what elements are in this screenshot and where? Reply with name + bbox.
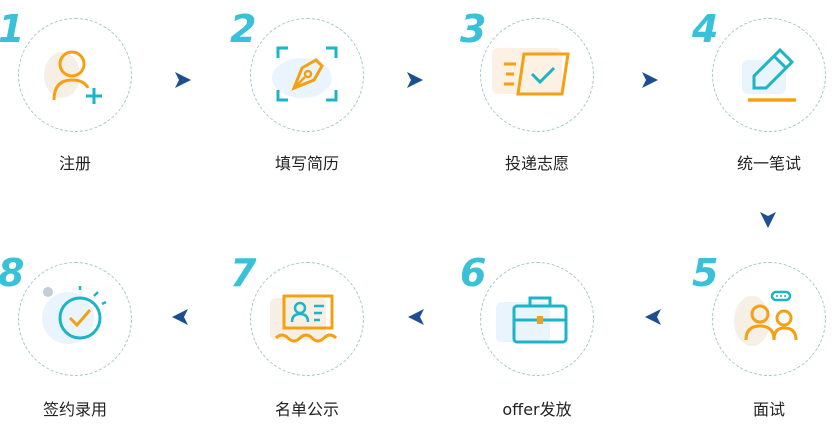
step-register: 1 注册	[0, 0, 150, 200]
arrow-left-icon	[408, 309, 424, 325]
step-number: 5	[692, 251, 719, 295]
step-written-exam: 4 统一笔试	[692, 0, 840, 200]
step-circle	[250, 262, 364, 376]
step-label: 面试	[752, 400, 785, 419]
step-label: 签约录用	[42, 400, 107, 419]
edit-pen-icon	[748, 47, 796, 102]
send-card-icon	[504, 52, 570, 96]
step-number: 1	[0, 7, 25, 51]
step-sign-contract: 8 签约录用	[0, 244, 150, 444]
step-circle	[480, 262, 594, 376]
briefcase-icon	[512, 296, 568, 344]
step-fill-resume: 2 填写简历	[230, 0, 382, 200]
step-submit-application: 3 投递志愿	[460, 0, 612, 200]
step-number: 3	[460, 7, 487, 51]
step-interview: 5 面试	[692, 244, 840, 444]
step-label: offer发放	[502, 400, 572, 419]
pen-nib-icon	[276, 46, 338, 102]
arrow-right-icon	[407, 72, 423, 88]
step-offer: 6 offer发放	[460, 244, 612, 444]
step-circle	[18, 262, 132, 376]
step-publicity: 7 名单公示	[230, 244, 382, 444]
step-number: 8	[0, 251, 25, 295]
arrow-left-icon	[172, 309, 188, 325]
step-circle	[18, 18, 132, 132]
arrow-right-icon	[175, 72, 191, 88]
step-circle	[250, 18, 364, 132]
arrow-right-icon	[642, 72, 658, 88]
id-card-icon	[274, 294, 338, 343]
step-circle	[480, 18, 594, 132]
clock-check-icon	[43, 286, 107, 340]
interview-people-icon	[744, 290, 798, 341]
step-label: 名单公示	[274, 400, 339, 419]
step-number: 6	[460, 251, 487, 295]
step-number: 2	[230, 7, 257, 51]
step-label: 统一笔试	[736, 154, 801, 173]
arrow-left-icon	[645, 309, 661, 325]
user-add-icon	[52, 50, 102, 104]
step-circle	[712, 262, 826, 376]
step-number: 7	[230, 251, 257, 295]
arrow-down-icon	[760, 212, 776, 228]
step-label: 注册	[58, 154, 91, 173]
step-label: 填写简历	[274, 154, 339, 173]
step-circle	[712, 18, 826, 132]
step-number: 4	[692, 7, 719, 51]
step-label: 投递志愿	[504, 154, 569, 173]
